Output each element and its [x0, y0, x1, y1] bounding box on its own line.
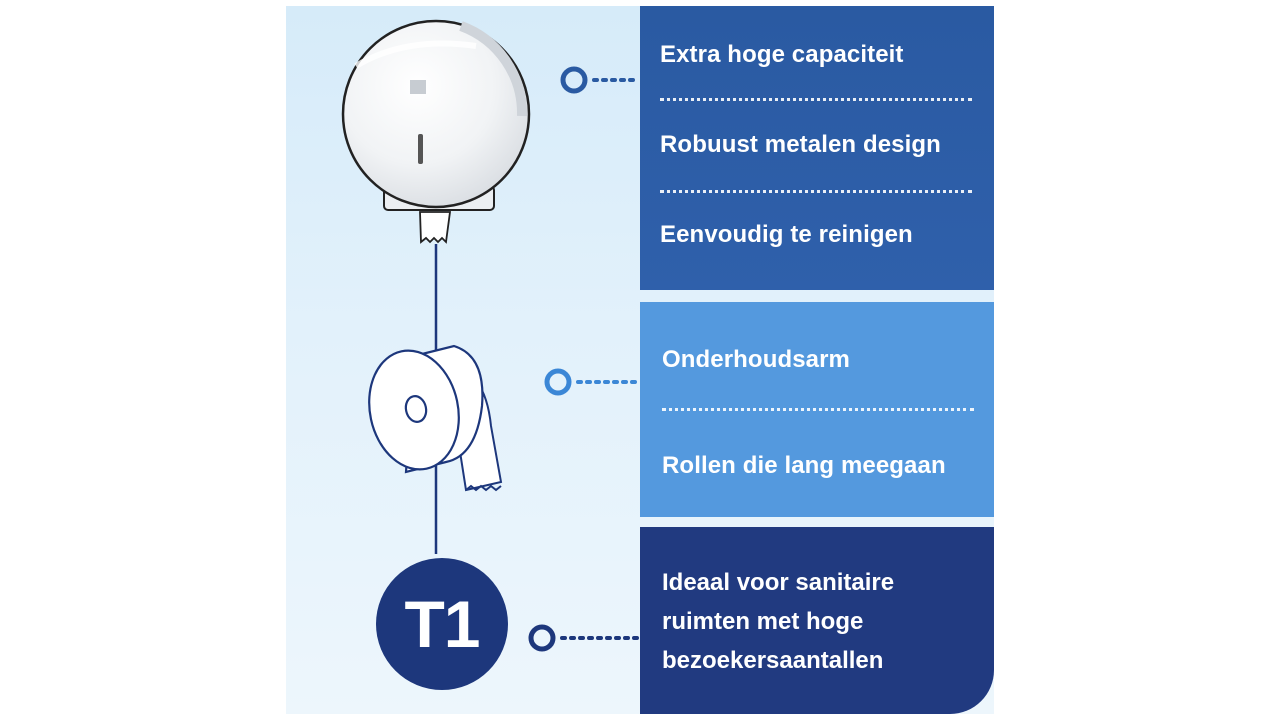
dotted-divider [662, 408, 974, 411]
dotted-divider [660, 190, 972, 193]
feature-text: Rollen die lang meegaan [662, 452, 946, 479]
dotted-divider [660, 98, 972, 101]
toilet-roll-icon [368, 344, 503, 492]
dispenser-icon [341, 19, 531, 244]
usage-line: bezoekersaantallen [662, 647, 884, 674]
feature-text: Eenvoudig te reinigen [660, 221, 913, 248]
feature-text: Onderhoudsarm [662, 346, 850, 373]
usage-line: ruimten met hoge [662, 608, 864, 635]
connector-icon [560, 66, 640, 94]
illustration-column [341, 19, 640, 652]
feature-text: Robuust metalen design [660, 131, 941, 158]
usage-line: Ideaal voor sanitaire [662, 569, 895, 596]
features-box-secondary: Onderhoudsarm Rollen die lang meegaan [640, 302, 994, 517]
features-box-primary: Extra hoge capaciteit Robuust metalen de… [640, 6, 994, 290]
connector-icon [528, 624, 640, 652]
connector-icon [544, 368, 640, 396]
product-code-badge: T1 [376, 558, 508, 690]
usage-text: Ideaal voor sanitaire ruimten met hoge b… [662, 563, 894, 680]
feature-text: Extra hoge capaciteit [660, 41, 904, 68]
usage-box: Ideaal voor sanitaire ruimten met hoge b… [640, 527, 994, 714]
infographic-panel: T1 Extra hoge capaciteit Robuust metalen… [286, 6, 994, 714]
